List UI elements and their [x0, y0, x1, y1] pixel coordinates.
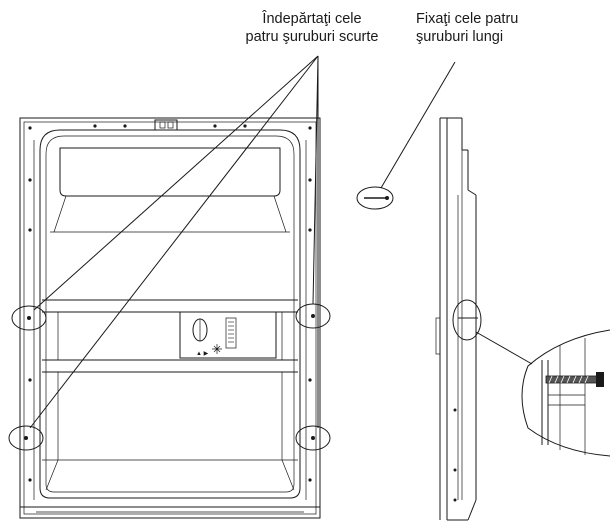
screw-detail-magnified [521, 329, 610, 457]
side-view-screw-ring [452, 299, 482, 341]
fix-long-screws-line-2: şuruburi lungi [416, 29, 504, 45]
door-latch [154, 119, 178, 131]
short-screw-ring-top-left [11, 305, 47, 331]
frame-screw-dots [28, 124, 312, 482]
remove-short-screws-label: Îndepărtaţi cele patru şuruburi scurte [232, 10, 392, 46]
short-screw-ring-bottom-left [8, 425, 44, 451]
remove-short-screws-line-2: patru şuruburi scurte [245, 29, 379, 45]
short-screw-leader-lines [29, 55, 319, 429]
door-outer-frame-inner [23, 121, 317, 515]
remove-short-screws-line-1: Îndepărtaţi cele [262, 11, 362, 27]
short-screw-markers [8, 303, 331, 451]
svg-text:▲ ▶: ▲ ▶ [196, 351, 209, 357]
fix-long-screws-label: Fixaţi cele patru şuruburi lungi [416, 10, 556, 46]
detergent-dispenser: ▲ ▶ [179, 311, 277, 359]
door-front-view: ▲ ▶ [8, 55, 331, 519]
fix-long-screws-line-1: Fixaţi cele patru [416, 11, 519, 27]
door-outer-frame [19, 117, 321, 519]
door-side-view [435, 117, 533, 521]
short-screw-ring-bottom-right [295, 425, 331, 451]
long-screw-leader-line [380, 61, 456, 189]
detail-leader-line [475, 331, 533, 365]
tub-liner [39, 129, 301, 499]
long-screw-icon [356, 61, 456, 210]
